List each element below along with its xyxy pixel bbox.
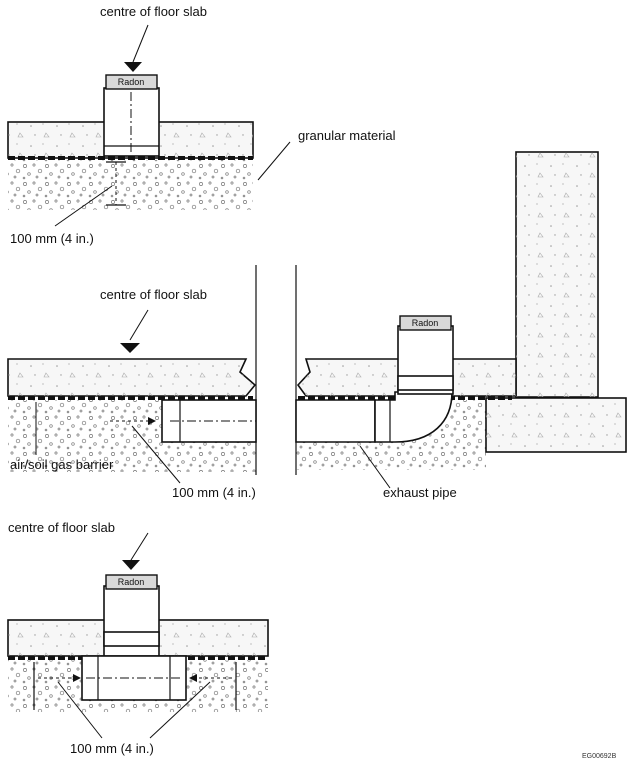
pipe-coupling-mid	[397, 375, 454, 391]
radon-label-top	[105, 74, 158, 90]
middle-detail: centre of floor slab air/soil gas barrie…	[7, 151, 627, 500]
centre-arrow-mid	[120, 343, 140, 353]
dim-label-top: 100 mm (4 in.)	[10, 231, 94, 246]
dim-label-mid: 100 mm (4 in.)	[172, 485, 256, 500]
radon-tag-top: Radon	[118, 77, 145, 87]
granular-label: granular material	[298, 128, 396, 143]
radon-label-bottom	[105, 574, 158, 590]
dim-leader-mid	[131, 425, 181, 484]
pipe-coupling-bottom	[103, 631, 160, 647]
radon-label-mid	[399, 315, 452, 331]
centre-label-mid: centre of floor slab	[100, 287, 207, 302]
granular-material-top	[8, 160, 253, 210]
dim-label-bottom: 100 mm (4 in.)	[70, 741, 154, 756]
radon-tag-mid: Radon	[412, 318, 439, 328]
centre-arrow-bottom	[122, 560, 140, 570]
centre-arrow-top	[124, 62, 142, 72]
dim-leader-bottom-right	[149, 681, 211, 739]
air-barrier-label: air/soil gas barrier	[10, 457, 114, 472]
radon-tag-bottom: Radon	[118, 577, 145, 587]
dim-leader-top	[54, 185, 113, 227]
wall-texture	[516, 152, 598, 397]
dim-leader-bottom-left	[57, 681, 103, 739]
slab-texture-mid-left	[8, 359, 255, 396]
exhaust-label: exhaust pipe	[383, 485, 457, 500]
centre-leader-top	[132, 24, 149, 63]
centre-label-top: centre of floor slab	[100, 4, 207, 19]
granular-leader	[257, 141, 291, 181]
centre-leader-mid	[129, 309, 149, 341]
figure-code: EG00692B	[582, 753, 617, 760]
exhaust-pipe	[295, 399, 376, 443]
centre-leader-bottom	[130, 532, 149, 561]
exhaust-leader	[359, 445, 391, 489]
top-detail: Radon centre of floor slab granular mate…	[7, 4, 396, 246]
bottom-detail: Radon centre of floor slab 100 mm (4 in.…	[7, 520, 269, 756]
centre-label-bottom: centre of floor slab	[8, 520, 115, 535]
footing-texture	[486, 398, 626, 452]
